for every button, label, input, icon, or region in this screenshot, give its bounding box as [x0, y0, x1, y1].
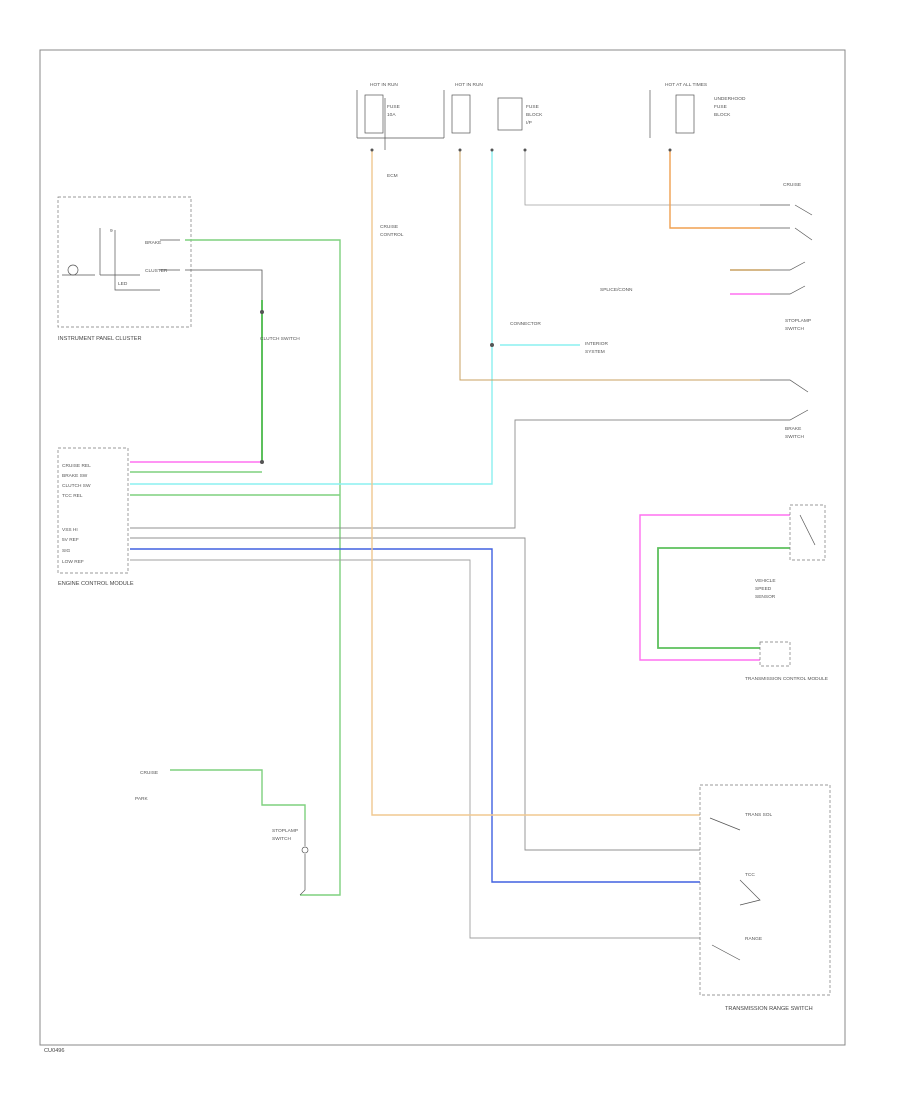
- svg-text:STOPLAMP: STOPLAMP: [785, 318, 811, 324]
- svg-text:TRANS SOL: TRANS SOL: [745, 812, 773, 818]
- svg-text:FUSE: FUSE: [714, 104, 727, 110]
- footer-code: CU0496: [44, 1048, 65, 1054]
- svg-text:RANGE: RANGE: [745, 936, 762, 942]
- instrument-panel-cluster: 9 BRAKE CLUSTER LED INSTRUMENT PANEL CLU…: [57, 196, 192, 342]
- svg-text:HOT AT ALL TIMES: HOT AT ALL TIMES: [665, 82, 707, 88]
- svg-text:SWITCH: SWITCH: [785, 434, 804, 440]
- svg-text:TRANSMISSION CONTROL MODULE: TRANSMISSION CONTROL MODULE: [745, 676, 828, 682]
- connector-ticks: [260, 148, 672, 464]
- svg-text:BRAKE: BRAKE: [785, 426, 801, 432]
- ecm-label: ENGINE CONTROL MODULE: [58, 581, 134, 587]
- svg-text:FUSE: FUSE: [387, 104, 400, 110]
- svg-text:CRUISE REL: CRUISE REL: [62, 463, 91, 469]
- svg-text:SWITCH: SWITCH: [785, 326, 804, 332]
- svg-text:UNDERHOOD: UNDERHOOD: [714, 96, 746, 102]
- wire-tan-mid: [459, 150, 760, 381]
- engine-control-module: CRUISE REL BRAKE SW CLUTCH SW TCC REL VS…: [57, 447, 134, 587]
- svg-text:SENSOR: SENSOR: [755, 594, 776, 600]
- wire-green-ipc: [185, 239, 341, 896]
- svg-text:CLUSTER: CLUSTER: [145, 268, 168, 274]
- svg-text:LOW REF: LOW REF: [62, 559, 84, 565]
- svg-text:SPEED: SPEED: [755, 586, 772, 592]
- fuse-block-mid: HOT IN RUN FUSE BLOCK I/P: [443, 82, 543, 138]
- wire-orange: [669, 150, 760, 229]
- svg-text:BLOCK: BLOCK: [714, 112, 731, 118]
- wire-gray-row-2: [130, 537, 700, 851]
- wire-gray-row-1: [130, 419, 760, 529]
- trans-range-label: TRANSMISSION RANGE SWITCH: [725, 1006, 813, 1012]
- wire-cyan: [130, 150, 493, 485]
- wire-tan-vertical: [371, 150, 700, 816]
- svg-text:ECM: ECM: [387, 173, 398, 179]
- svg-text:VEHICLE: VEHICLE: [755, 578, 776, 584]
- svg-text:SIG: SIG: [62, 548, 71, 554]
- svg-text:CONNECTOR: CONNECTOR: [510, 321, 541, 327]
- svg-text:TCC REL: TCC REL: [62, 493, 83, 499]
- stoplamp-switch-lower: CRUISE PARK STOPLAMP SWITCH: [135, 770, 309, 896]
- svg-text:CLUTCH SW: CLUTCH SW: [62, 483, 91, 489]
- svg-text:BRAKE SW: BRAKE SW: [62, 473, 88, 479]
- svg-text:CLUTCH SWITCH: CLUTCH SWITCH: [260, 336, 300, 342]
- svg-text:I/P: I/P: [526, 120, 532, 126]
- svg-text:HOT IN RUN: HOT IN RUN: [455, 82, 483, 88]
- trans-range-switch: TRANS SOL TCC RANGE TRANSMISSION RANGE S…: [699, 784, 831, 1012]
- svg-text:BLOCK: BLOCK: [526, 112, 543, 118]
- sensor-right: VEHICLE SPEED SENSOR TRANSMISSION CONTRO…: [745, 504, 828, 682]
- svg-text:CRUISE: CRUISE: [140, 770, 158, 776]
- svg-text:BRAKE: BRAKE: [145, 240, 161, 246]
- diagram-frame: [39, 49, 846, 1046]
- svg-text:INTERIOR: INTERIOR: [585, 341, 608, 347]
- wire-gray-top: [524, 150, 760, 206]
- wire-gray-row-3: [130, 559, 700, 939]
- svg-text:SWITCH: SWITCH: [272, 836, 291, 842]
- svg-text:9: 9: [110, 228, 113, 234]
- svg-text:HOT IN RUN: HOT IN RUN: [370, 82, 398, 88]
- svg-text:5V REF: 5V REF: [62, 537, 79, 543]
- wire-blue: [130, 548, 700, 883]
- fuse-block-left: HOT IN RUN FUSE 10A: [356, 82, 444, 150]
- svg-text:CONTROL: CONTROL: [380, 232, 404, 238]
- svg-text:FUSE: FUSE: [526, 104, 539, 110]
- wire-pink-right: [639, 514, 790, 661]
- svg-text:SYSTEM: SYSTEM: [585, 349, 605, 355]
- svg-text:10A: 10A: [387, 112, 396, 118]
- wire-gray-ipc: [185, 269, 263, 300]
- svg-text:PARK: PARK: [135, 796, 149, 802]
- svg-text:CRUISE: CRUISE: [380, 224, 398, 230]
- svg-text:CRUISE: CRUISE: [783, 182, 801, 188]
- fuse-block-right: HOT AT ALL TIMES UNDERHOOD FUSE BLOCK: [649, 82, 746, 138]
- svg-text:LED: LED: [118, 281, 128, 287]
- right-switches: CRUISE SPLICE/CONN STOPLAMP SWITCH BRAKE…: [600, 182, 813, 440]
- wire-green-right: [657, 547, 790, 649]
- svg-text:STOPLAMP: STOPLAMP: [272, 828, 298, 834]
- svg-text:TCC: TCC: [745, 872, 755, 878]
- svg-text:SPLICE/CONN: SPLICE/CONN: [600, 287, 633, 293]
- svg-text:VSS HI: VSS HI: [62, 527, 78, 533]
- ipc-label: INSTRUMENT PANEL CLUSTER: [58, 336, 142, 342]
- wire-green-lower: [170, 769, 306, 820]
